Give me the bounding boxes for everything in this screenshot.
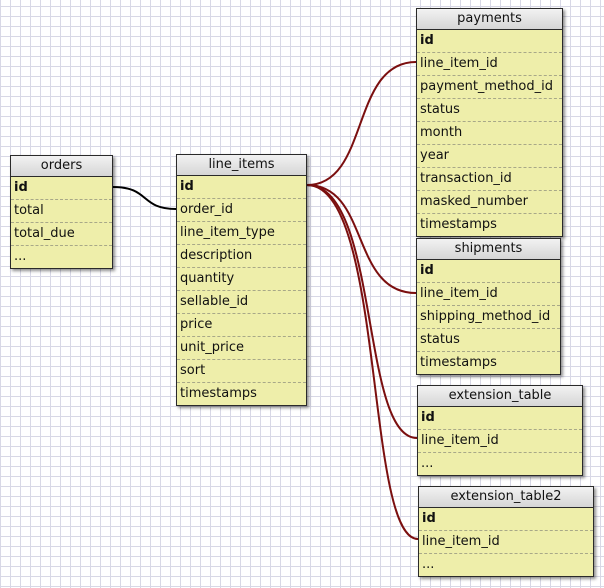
field-status: status — [417, 99, 562, 122]
field-timestamps: timestamps — [420, 355, 497, 370]
table-payments[interactable]: payments id line_item_id payment_method_… — [416, 8, 563, 237]
field-more: ... — [421, 456, 434, 471]
table-title: extension_table — [418, 386, 582, 407]
link-line-items-extension-table — [306, 184, 418, 439]
field-line-item-id: line_item_id — [418, 430, 582, 453]
field-unit-price: unit_price — [177, 337, 306, 360]
field-total: total — [11, 200, 112, 223]
table-shipments[interactable]: shipments id line_item_id shipping_metho… — [416, 238, 561, 375]
table-title: line_items — [177, 155, 306, 176]
link-line-items-payments — [306, 61, 417, 186]
table-title: extension_table2 — [419, 487, 593, 508]
field-description: description — [177, 245, 306, 268]
field-line-item-type: line_item_type — [177, 222, 306, 245]
field-transaction-id: transaction_id — [417, 168, 562, 191]
field-id: id — [417, 260, 560, 283]
field-price: price — [177, 314, 306, 337]
field-year: year — [417, 145, 562, 168]
field-line-item-id: line_item_id — [417, 283, 560, 306]
field-timestamps: timestamps — [420, 217, 497, 232]
field-id: id — [177, 176, 306, 199]
link-line-items-extension-table2 — [306, 184, 419, 540]
table-title: payments — [417, 9, 562, 30]
field-timestamps: timestamps — [180, 386, 257, 401]
field-order-id: order_id — [177, 199, 306, 222]
table-extension-table2[interactable]: extension_table2 id line_item_id ... — [418, 486, 594, 577]
field-month: month — [417, 122, 562, 145]
link-orders-line-items — [112, 186, 177, 210]
field-line-item-id: line_item_id — [417, 53, 562, 76]
field-status: status — [417, 329, 560, 352]
field-more: ... — [422, 557, 435, 572]
field-total-due: total_due — [11, 223, 112, 246]
table-line-items[interactable]: line_items id order_id line_item_type de… — [176, 154, 307, 406]
field-id: id — [419, 508, 593, 531]
table-title: orders — [11, 156, 112, 177]
field-sort: sort — [177, 360, 306, 383]
field-id: id — [418, 407, 582, 430]
field-sellable-id: sellable_id — [177, 291, 306, 314]
table-orders[interactable]: orders id total total_due ... — [10, 155, 113, 269]
field-masked-number: masked_number — [417, 191, 562, 214]
field-quantity: quantity — [177, 268, 306, 291]
link-line-items-shipments — [306, 184, 417, 294]
field-line-item-id: line_item_id — [419, 531, 593, 554]
table-extension-table[interactable]: extension_table id line_item_id ... — [417, 385, 583, 476]
field-payment-method-id: payment_method_id — [417, 76, 562, 99]
field-id: id — [11, 177, 112, 200]
field-id: id — [417, 30, 562, 53]
field-more: ... — [14, 249, 27, 264]
table-title: shipments — [417, 239, 560, 260]
field-shipping-method-id: shipping_method_id — [417, 306, 560, 329]
